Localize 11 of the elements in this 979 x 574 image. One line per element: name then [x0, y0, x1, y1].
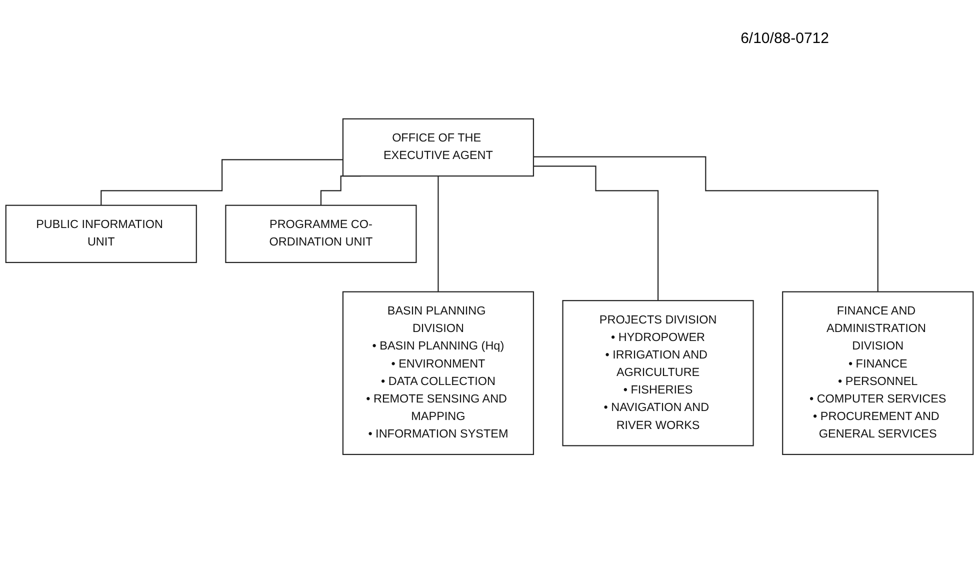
connector — [438, 176, 439, 293]
node-box: BASIN PLANNING DIVISION • BASIN PLANNING (Hq) • ENVIRONMENT • DATA COLLECTION • REMOTE SENSING AND MAPPING • INFORMATION SYSTEM — [342, 292, 534, 456]
connector — [533, 166, 659, 302]
connector — [100, 159, 343, 206]
node-box: FINANCE AND ADMINISTRATION DIVISION • FINANCE • PERSONNEL • COMPUTER SERVICES • PROCUREMENT AND GENERAL SERVICES — [782, 292, 974, 456]
connector — [533, 156, 878, 293]
node-box: PROJECTS DIVISION • HYDROPOWER • IRRIGATION AND AGRICULTURE • FISHERIES • NAVIGATION AND RIVER WORKS — [562, 300, 754, 447]
node-box: PUBLIC INFORMATION UNIT — [5, 205, 197, 264]
document-code: 6/10/88-0712 — [740, 30, 829, 47]
node-box: OFFICE OF THE EXECUTIVE AGENT — [342, 118, 534, 177]
node-box: PROGRAMME CO-ORDINATION UNIT — [225, 205, 417, 264]
